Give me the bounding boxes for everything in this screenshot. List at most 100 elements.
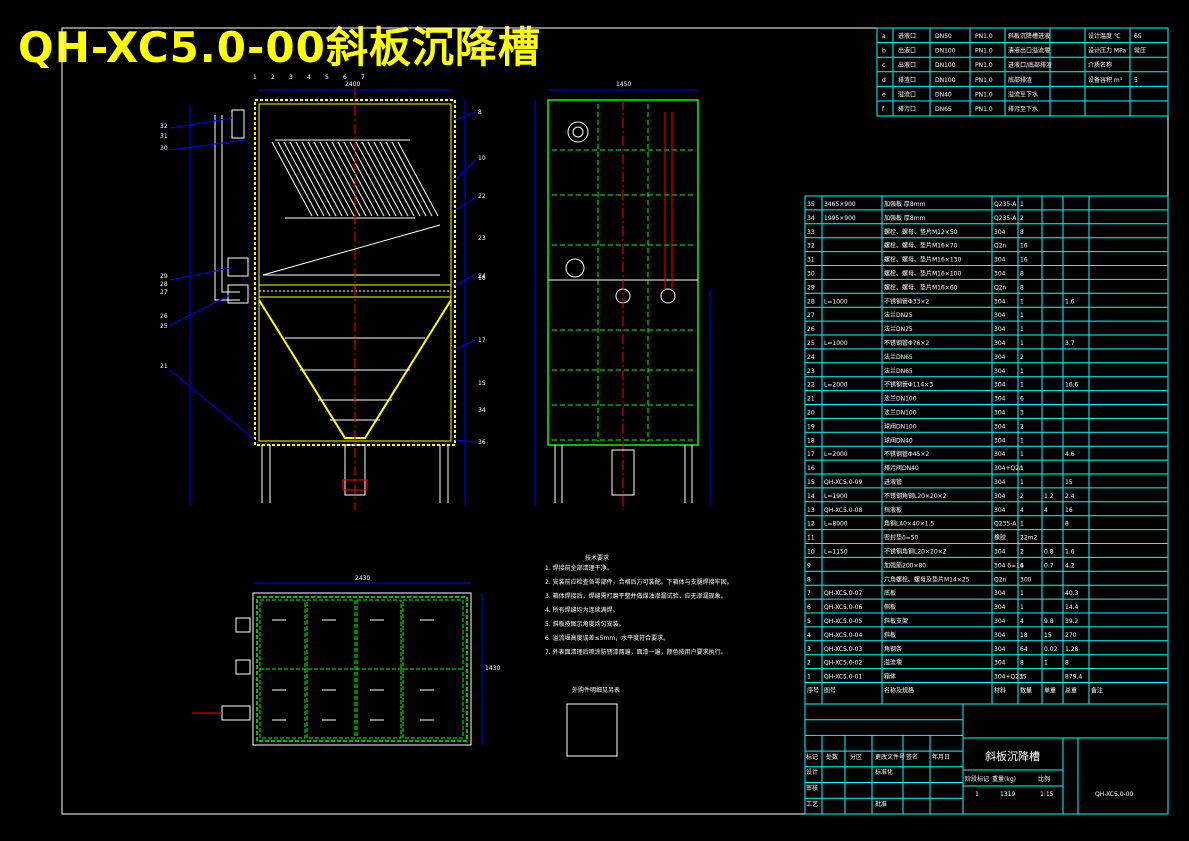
bom-cell: QH-XC5.0-09 (824, 479, 862, 486)
bom-cell: 304 (994, 479, 1006, 486)
nozzle-cell: 出液口 (898, 61, 916, 69)
bom-cell: QH-XC5.0-06 (824, 604, 862, 611)
drawing-weight: 1319 (1000, 791, 1015, 798)
nozzle-cell: DN100 (935, 77, 956, 84)
bom-header: 数量 (1020, 687, 1032, 695)
bom-cell: 1 (1020, 465, 1024, 472)
bom-cell: 不锈钢管Φ76×2 (884, 339, 929, 347)
bom-cell: 3.7 (1065, 340, 1075, 347)
bom-cell: 16 (1020, 243, 1028, 250)
bom-cell: 1 (1020, 521, 1024, 528)
drawing-number: QH-XC5.0-00 (1095, 791, 1133, 798)
bom-cell: 9 (807, 562, 811, 569)
nozzle-cell: 进液口 (898, 32, 916, 40)
bom-cell: L=1000 (824, 340, 848, 347)
bom-cell: 304 (994, 368, 1006, 375)
bom-cell: 304 (994, 423, 1006, 430)
drawing-scale: 1 (975, 791, 979, 798)
titleblock-label: 重量(kg) (992, 775, 1016, 783)
callout-label: 21 (160, 363, 168, 370)
bom-cell: 18 (807, 437, 815, 444)
bom-cell: 不锈钢管Φ45×2 (884, 450, 929, 458)
titleblock-label: 更改文件号 (875, 753, 905, 761)
note-item: 5. 斜板按图示角度均匀安装。 (545, 620, 625, 628)
bom-cell: 2 (1020, 423, 1024, 430)
bom-cell: 13 (807, 507, 815, 514)
notes-title: 技术要求 (585, 554, 609, 562)
bom-cell: 22m2 (1020, 535, 1037, 542)
bom-cell: 1 (807, 674, 811, 681)
bom-cell: 304 (994, 396, 1006, 403)
bom-header: 名称及规格 (884, 687, 914, 695)
bom-cell: 1 (1020, 368, 1024, 375)
bom-cell: 300 (1020, 576, 1032, 583)
callout-label: 30 (160, 145, 168, 152)
bom-cell: 溢流堰 (884, 659, 902, 667)
callout-label: 36 (478, 439, 486, 446)
bom-cell: 1.6 (1065, 549, 1075, 556)
bom-cell: L=1150 (824, 549, 848, 556)
bom-cell: 8 (1020, 660, 1024, 667)
bom-cell: 3465×900 (824, 201, 856, 208)
nozzle-cell: 进液口/底部排渣 (1008, 61, 1052, 69)
callout-label: 26 (160, 313, 168, 320)
note-item: 6. 溢流堰高度误差≤5mm，水平度符合要求。 (545, 634, 669, 642)
bom-cell: 4 (1044, 507, 1048, 514)
bom-cell: 排污阀DN40 (884, 464, 919, 472)
bom-cell: QH-XC5.0-05 (824, 618, 862, 625)
bom-cell: 40.3 (1065, 590, 1079, 597)
bom-cell: 1 (1020, 604, 1024, 611)
bom-cell: 不锈钢管Φ114×3 (884, 381, 933, 389)
bom-cell: QH-XC5.0-02 (824, 660, 862, 667)
bom-cell: 不锈钢角钢L20×20×2 (884, 548, 947, 556)
bom-cell: 24 (807, 354, 815, 361)
titleblock-label: 阶段标记 (965, 775, 989, 783)
note-item: 7. 外表面清理后喷涂防锈漆两遍，面漆一遍，颜色按用户要求执行。 (545, 648, 727, 656)
bom-cell: 8 (1020, 271, 1024, 278)
bom-cell: 14.4 (1065, 604, 1079, 611)
bom-cell: 18 (1020, 632, 1028, 639)
bom-cell: QH-XC5.0-08 (824, 507, 862, 514)
bom-cell: 8 (1065, 660, 1069, 667)
bom-cell: 1.2 (1044, 493, 1054, 500)
bom-cell: Q2n (994, 243, 1007, 250)
titleblock-label: 设计 (806, 768, 818, 776)
bom-cell: 17 (807, 451, 815, 458)
bom-cell: 304 (994, 493, 1006, 500)
callout-label: 32 (160, 123, 168, 130)
bom-cell: 螺栓、螺母、垫片M12×50 (884, 228, 958, 236)
bom-cell: 15 (1065, 479, 1073, 486)
bom-cell: 球阀DN40 (884, 436, 913, 444)
bom-header: 序号 (807, 687, 819, 695)
bom-cell: 19 (807, 423, 815, 430)
bom-cell: 34 (807, 215, 815, 222)
bom-cell: 螺栓、螺母、垫片M16×130 (884, 256, 961, 264)
nozzle-cell: 排污口 (898, 105, 916, 113)
note-item: 2. 安装前应检查各零部件，合格后方可装配。下箱体与支腿焊接牢固。 (545, 578, 733, 586)
side-view: 1450 (534, 81, 711, 510)
bom-cell: 304 (994, 646, 1006, 653)
callout-label: 28 (160, 281, 168, 288)
bom-cell: 304 (994, 451, 1006, 458)
bom-cell: 加强板 厚8mm (884, 200, 926, 208)
bom-cell: 15 (1044, 632, 1052, 639)
front-width-dim: 2400 (345, 81, 360, 88)
bom-cell: 法兰DN100 (884, 409, 917, 417)
bom-cell: 球阀DN100 (884, 422, 917, 430)
bom-cell: 26 (807, 326, 815, 333)
bom-cell: QH-XC5.0-01 (824, 674, 862, 681)
bom-cell: 304 (994, 340, 1006, 347)
bom-cell: 39.2 (1065, 618, 1079, 625)
bom-cell: 法兰DN65 (884, 367, 913, 375)
bom-cell: 密封垫δ=50 (884, 534, 919, 542)
bom-cell: Q2n (994, 284, 1007, 291)
note-item: 4. 所有焊缝均为连续满焊。 (545, 606, 619, 614)
bom-cell: 4.6 (1065, 451, 1075, 458)
bom-cell: Q235-A (994, 201, 1017, 208)
note-item: 1. 焊接前全部清理干净。 (545, 564, 613, 572)
drawing-ratio: 1:15 (1040, 791, 1054, 798)
bom-cell: 304 (994, 437, 1006, 444)
bom-cell: 斜板支架 (884, 617, 908, 625)
bom-cell: 2 (1020, 493, 1024, 500)
